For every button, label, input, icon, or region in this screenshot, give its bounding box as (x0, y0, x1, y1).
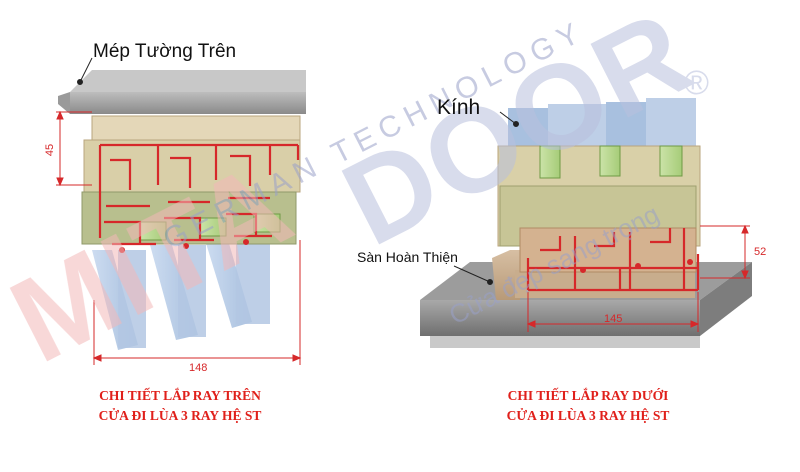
caption-right: CHI TIẾT LẮP RAY DƯỚI CỬA ĐI LÙA 3 RAY H… (478, 386, 698, 426)
left-top-rail-assembly (58, 70, 306, 350)
caption-left: CHI TIẾT LẮP RAY TRÊN CỬA ĐI LÙA 3 RAY H… (70, 386, 290, 426)
leader-lines (77, 57, 519, 285)
dim-left-height: 45 (44, 143, 57, 157)
left-ceiling-slab (58, 70, 306, 114)
label-top-wall-edge: Mép Tường Trên (93, 41, 237, 62)
right-frame-profile (497, 145, 701, 292)
left-frame-profile (81, 115, 301, 253)
right-dimension-lines (526, 224, 750, 332)
registered-mark-icon: ® (684, 64, 709, 102)
caption-left-line1: CHI TIẾT LẮP RAY TRÊN (99, 388, 261, 403)
dim-right-width: 145 (604, 313, 623, 325)
dim-left-width: 148 (189, 362, 208, 374)
caption-left-line2: CỬA ĐI LÙA 3 RAY HỆ ST (98, 408, 262, 423)
left-glass-panels (92, 240, 270, 350)
label-glass: Kính (437, 96, 481, 119)
right-glass-panels (508, 98, 696, 148)
left-dimension-lines (56, 110, 302, 365)
caption-right-line2: CỬA ĐI LÙA 3 RAY HỆ ST (506, 408, 670, 423)
label-finished-floor: Sàn Hoàn Thiện (357, 249, 458, 265)
right-finished-floor (492, 250, 695, 300)
right-bottom-rail-assembly (420, 98, 752, 348)
caption-right-line1: CHI TIẾT LẮP RAY DƯỚI (507, 388, 669, 403)
dim-right-height: 52 (754, 246, 767, 258)
